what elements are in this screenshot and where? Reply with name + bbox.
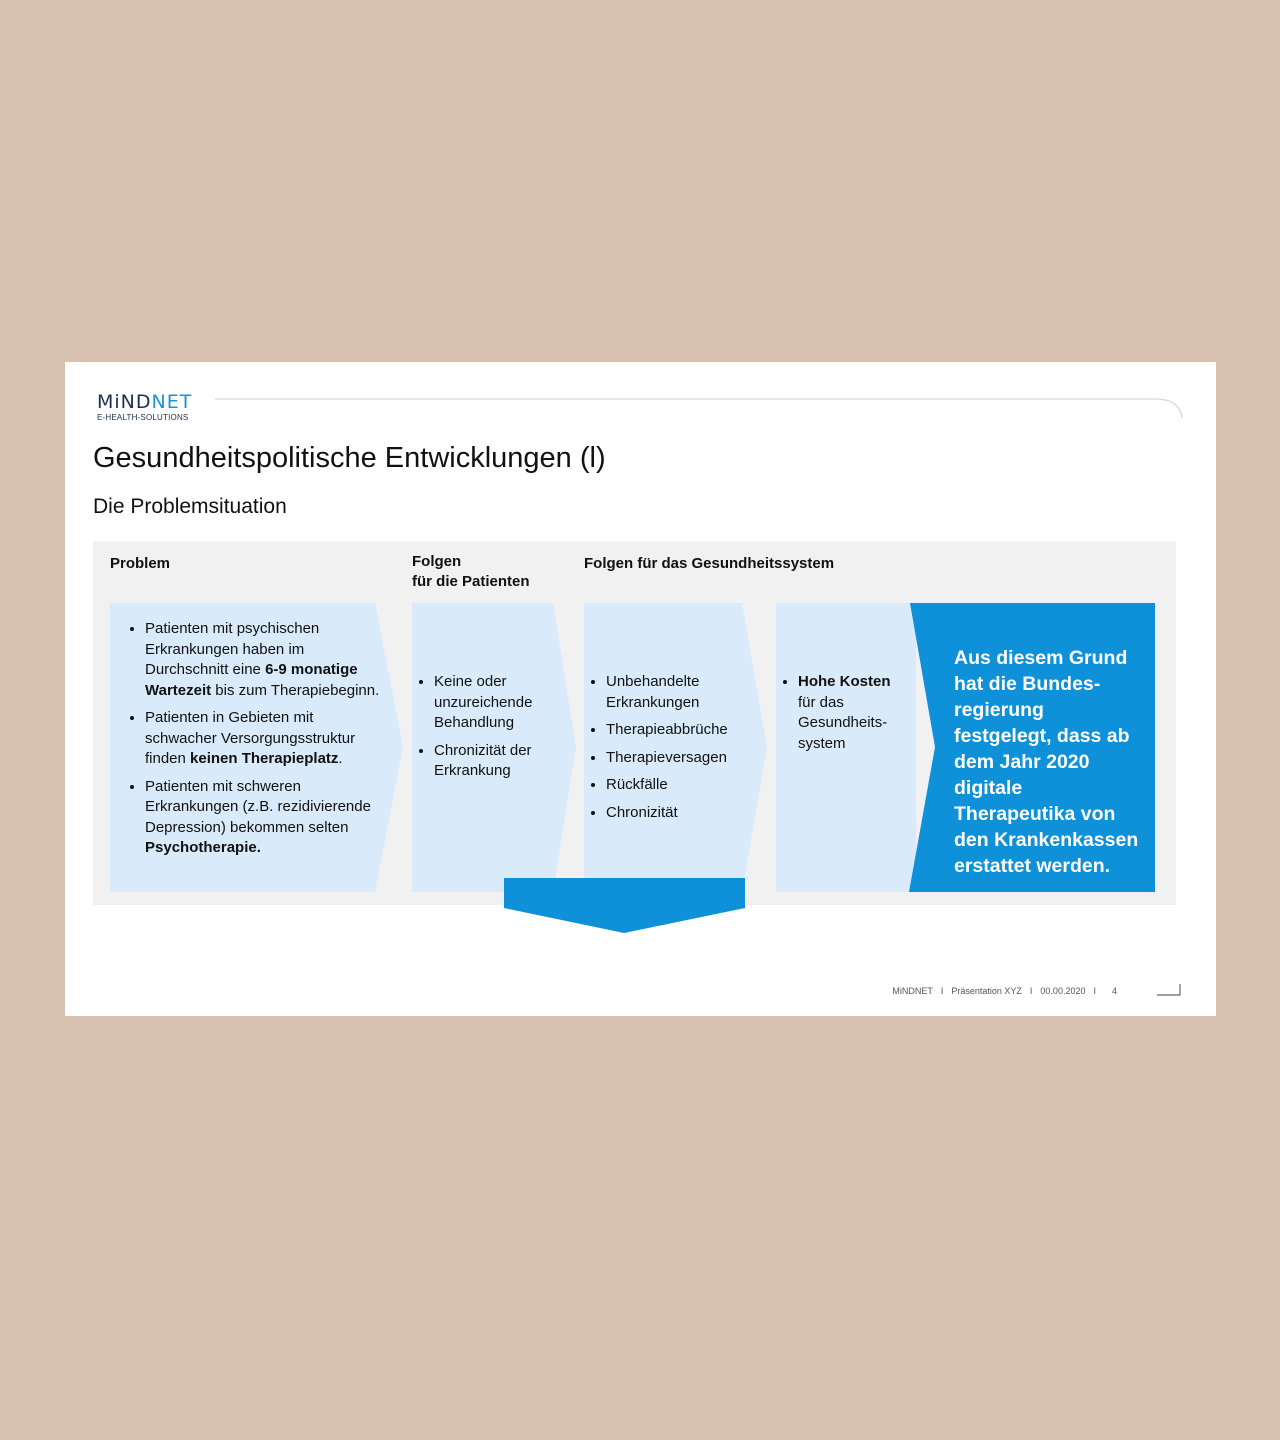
result-box-shape (909, 603, 1155, 892)
problem-item: Patienten mit psychischen Erkrankungen h… (145, 619, 385, 701)
cost-box-shape (776, 603, 916, 892)
cost-item-text: für das Gesundheits-system (798, 693, 888, 752)
page-subtitle: Die Problemsituation (93, 495, 287, 518)
system-box: Unbehandelte Erkrankungen Therapieabbrüc… (591, 672, 741, 830)
patients-item: Chronizität der Erkrankung (434, 741, 549, 782)
problem-item-text: Patienten in Gebieten mit schwacher Vers… (145, 709, 356, 767)
slide: MiNDNET E-HEALTH-SOLUTIONS Gesundheitspo… (65, 362, 1216, 1016)
footer: MiNDNET I Präsentation XYZ I 00.00.2020 I 4 (888, 986, 1121, 996)
column-heading-problem: Problem (110, 555, 171, 572)
header-divider (215, 398, 1183, 419)
column-heading-patients: Folgen für die Patienten (412, 552, 530, 592)
cost-list: Hohe Kosten für das Gesundheits-system (783, 672, 901, 754)
logo-text-main: MiND (97, 391, 152, 413)
problem-item: Patienten in Gebieten mit schwacher Vers… (145, 708, 385, 770)
column-heading-system: Folgen für das Gesundheitssystem (584, 555, 835, 572)
logo-text-accent: NET (151, 391, 193, 413)
footer-brand: MiNDNET (892, 986, 933, 996)
footer-separator: I (1029, 986, 1033, 996)
problem-item-text: Patienten mit schweren Erkrankungen (z.B… (145, 777, 371, 836)
patients-list: Keine oder unzureichende Behandlung Chro… (419, 672, 549, 782)
problem-item-bold: 6-9 monatige Wartezeit (145, 661, 358, 699)
cost-item-bold: Hohe Kosten (798, 673, 891, 690)
result-text: Aus diesem Grund hat die Bundes-regierun… (954, 647, 1139, 877)
system-item: Chronizität (606, 803, 741, 824)
logo: MiNDNET E-HEALTH-SOLUTIONS (97, 392, 192, 422)
problem-item-bold: keinen Therapieplatz (190, 750, 339, 767)
system-item: Therapieversagen (606, 748, 741, 769)
corner-mark-icon (1157, 984, 1181, 996)
patients-box: Keine oder unzureichende Behandlung Chro… (419, 672, 549, 789)
footer-page-number: 4 (1111, 986, 1117, 996)
problem-item-text-end: . (338, 750, 343, 767)
column-heading-patients-line1: Folgen (412, 553, 462, 570)
cost-item: Hohe Kosten für das Gesundheits-system (798, 672, 901, 754)
down-arrow-icon (504, 878, 745, 933)
patients-item: Keine oder unzureichende Behandlung (434, 672, 549, 734)
logo-tagline: E-HEALTH-SOLUTIONS (97, 413, 189, 422)
logo-wordmark: MiNDNET (97, 392, 192, 412)
footer-separator: I (1093, 986, 1096, 996)
patients-box-shape (412, 603, 576, 892)
problem-box-shape (110, 603, 403, 892)
problem-item-bold: Psychotherapie. (145, 839, 261, 856)
problem-item: Patienten mit schweren Erkrankungen (z.B… (145, 777, 385, 859)
footer-date: 00.00.2020 (1040, 986, 1086, 996)
system-item: Rückfälle (606, 775, 741, 796)
system-box-shape (584, 603, 767, 892)
problem-box: Patienten mit psychischen Erkrankungen h… (130, 619, 385, 866)
cost-box: Hohe Kosten für das Gesundheits-system (783, 672, 901, 761)
column-heading-patients-line2: für die Patienten (412, 573, 530, 590)
footer-presentation: Präsentation XYZ (951, 986, 1022, 996)
problem-list: Patienten mit psychischen Erkrankungen h… (130, 619, 385, 859)
system-list: Unbehandelte Erkrankungen Therapieabbrüc… (591, 672, 741, 823)
system-item: Therapieabbrüche (606, 720, 741, 741)
footer-separator: I (940, 986, 944, 996)
flow-shapes (110, 603, 1155, 933)
problem-item-text: Patienten mit psychischen Erkrankungen h… (145, 620, 320, 678)
page-title: Gesundheitspolitische Entwicklungen (l) (93, 442, 606, 474)
system-item: Unbehandelte Erkrankungen (606, 672, 741, 713)
problem-item-text-end: bis zum Therapiebeginn. (211, 681, 380, 699)
